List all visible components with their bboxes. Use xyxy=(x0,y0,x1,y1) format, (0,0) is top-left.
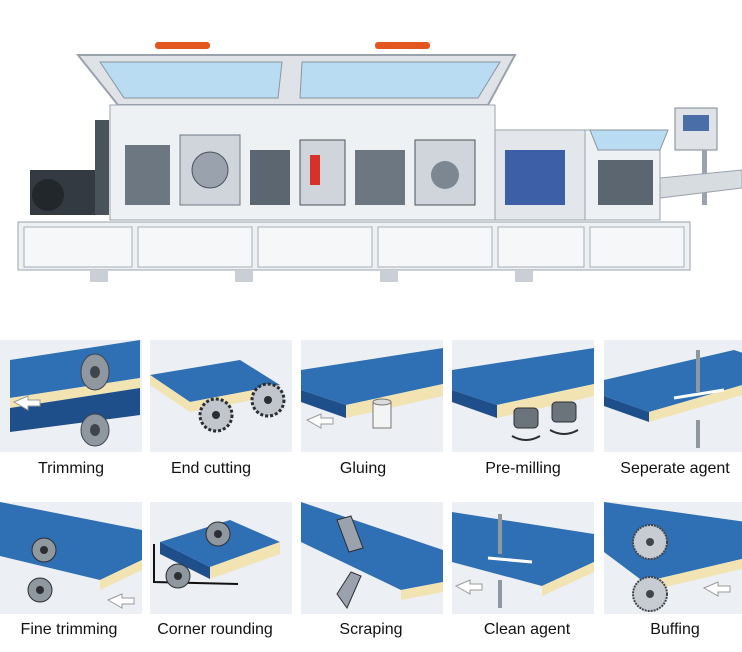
panel-top xyxy=(10,340,140,398)
machine-mechanisms xyxy=(30,120,476,215)
rounding-cutter-icon xyxy=(165,521,231,589)
operation-tile-trimming xyxy=(0,340,142,452)
hood-window-right xyxy=(299,61,501,99)
base-cabinet-doors xyxy=(23,226,685,268)
operation-tile-seperate-agent xyxy=(604,340,742,452)
spray-nozzle-icon xyxy=(487,514,533,608)
panel-edge xyxy=(644,558,742,592)
operation-tile-pre-milling xyxy=(452,340,594,452)
machine-feet xyxy=(90,270,533,282)
operation-label: Gluing xyxy=(339,460,387,477)
feed-table xyxy=(659,169,742,199)
panel-edge xyxy=(210,542,280,579)
feed-arrow-icon xyxy=(12,395,41,411)
operation-tile-corner-rounding xyxy=(150,502,292,614)
panel-edge xyxy=(542,562,594,596)
operation-label: Trimming xyxy=(37,460,105,477)
feed-arrow-icon xyxy=(702,581,731,597)
operation-tile-gluing xyxy=(301,340,443,452)
feed-arrow-icon xyxy=(454,579,483,595)
scraper-blade-icon xyxy=(336,515,364,610)
feed-arrow-icon xyxy=(106,593,135,609)
panel-edge xyxy=(401,582,443,600)
operation-label: Buffing xyxy=(650,621,700,638)
panel-edge xyxy=(10,378,140,408)
panel-edge xyxy=(100,560,142,590)
cutter-icon xyxy=(80,353,110,447)
operation-label: Fine trimming xyxy=(20,621,118,638)
hood-handle-right xyxy=(375,42,430,49)
operation-label: Corner rounding xyxy=(157,621,273,638)
operation-label: Pre-milling xyxy=(485,460,561,477)
operation-tile-clean-agent xyxy=(452,502,594,614)
operation-tile-buffing xyxy=(604,502,742,614)
machine-blue-unit xyxy=(505,150,565,205)
edge-banding-machine-image xyxy=(17,42,742,282)
saw-blade-icon xyxy=(198,382,286,433)
operation-label: Scraping xyxy=(339,621,403,638)
panel-edge xyxy=(649,385,742,422)
operation-tile-end-cutting xyxy=(150,340,292,452)
hood-handle-left xyxy=(155,42,210,49)
buffing-wheel-icon xyxy=(632,524,668,612)
panel-edge xyxy=(346,384,443,418)
operation-tile-scraping xyxy=(301,502,443,614)
spray-nozzle-icon xyxy=(673,350,725,448)
cutter-icon xyxy=(27,537,57,603)
milling-cutter-icon xyxy=(511,401,579,441)
operation-label: End cutting xyxy=(170,460,252,477)
operation-label: Clean agent xyxy=(483,621,571,638)
feed-arrow-icon xyxy=(305,413,334,429)
hood-window-left xyxy=(99,61,283,99)
operation-tile-fine-trimming xyxy=(0,502,142,614)
operation-label: Seperate agent xyxy=(620,460,730,477)
glue-roller-icon xyxy=(372,398,392,429)
